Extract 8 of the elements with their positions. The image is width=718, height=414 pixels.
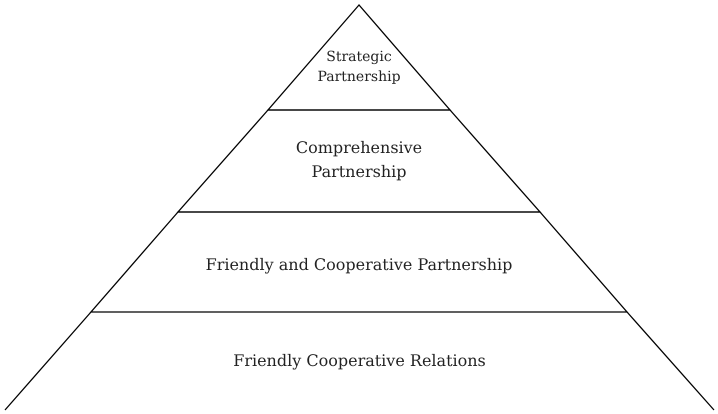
tier-label: Strategic Partnership [316, 48, 402, 87]
tier-label: Friendly Cooperative Relations [232, 350, 487, 372]
pyramid-tier [268, 5, 450, 110]
tier-label: Comprehensive Partnership [294, 137, 424, 183]
pyramid-tier [5, 312, 714, 410]
pyramid-tier [91, 212, 627, 312]
pyramid-tier [178, 110, 540, 212]
tier-label: Friendly and Cooperative Partnership [204, 254, 514, 276]
